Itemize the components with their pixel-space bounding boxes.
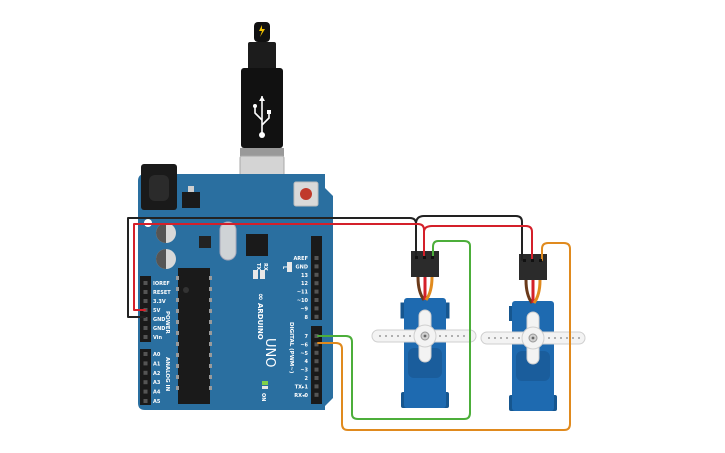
digital-bottom-pin[interactable]: [314, 384, 319, 389]
digital-header-top: [311, 236, 322, 320]
wire-5v[interactable]: [423, 225, 533, 261]
wire-signal-servo-1[interactable]: [317, 240, 471, 420]
digital-bottom-pin[interactable]: [314, 359, 319, 364]
power-pin-label: Vin: [153, 335, 162, 341]
digital-top-pin-label: 12: [301, 281, 308, 287]
usb-trident-icon: [253, 96, 271, 138]
on-label: ON: [260, 393, 266, 401]
wires: [127, 215, 571, 431]
usb-chip: [246, 234, 268, 256]
brand-label: ARDUINO: [256, 303, 264, 340]
power-pin-label: GND: [153, 317, 165, 323]
digital-bottom-pin[interactable]: [314, 342, 319, 347]
capacitor-1: [156, 223, 176, 243]
power-pin[interactable]: [143, 326, 148, 330]
cable-boot: [248, 42, 276, 70]
power-pin-label: RESET: [153, 290, 171, 296]
digital-top-pin-label: ~9: [300, 306, 308, 312]
digital-top-pin-label: ~11: [297, 290, 309, 296]
digital-top-pin[interactable]: [314, 289, 319, 294]
analog-pin[interactable]: [143, 352, 148, 356]
digital-bottom-pin[interactable]: [314, 392, 319, 397]
digital-top-pin[interactable]: [314, 298, 319, 302]
analog-header-label: ANALOG IN: [164, 357, 170, 392]
digital-top-pin[interactable]: [314, 314, 319, 319]
digital-bottom-pin[interactable]: [314, 376, 319, 380]
analog-pin[interactable]: [143, 361, 148, 366]
digital-top-pin-label: GND: [296, 264, 308, 270]
arduino-logo: ∞: [255, 293, 265, 301]
model-label: UNO: [262, 338, 277, 367]
power-pin-label: IOREF: [153, 281, 170, 287]
digital-bottom-pin[interactable]: [314, 350, 319, 355]
voltage-regulator: [182, 192, 200, 208]
servo-horn[interactable]: [480, 311, 586, 365]
digital-top-pin[interactable]: [314, 281, 319, 286]
digital-header-bottom: [311, 326, 322, 404]
lightning-icon: [259, 25, 265, 37]
analog-pin-label: A2: [153, 371, 161, 377]
wire-gnd[interactable]: [415, 215, 523, 261]
servo-1[interactable]: [371, 251, 477, 408]
tx-led: [253, 270, 258, 279]
analog-pin[interactable]: [143, 370, 148, 375]
small-chip: [199, 236, 211, 248]
digital-top-pin-label: ~10: [297, 298, 309, 304]
power-pin[interactable]: [143, 290, 148, 294]
analog-pin-label: A1: [153, 361, 161, 367]
rx-led: [260, 270, 265, 279]
analog-pin[interactable]: [143, 399, 148, 403]
digital-bottom-pin[interactable]: [314, 334, 319, 338]
atmega-chip: [176, 268, 212, 404]
capacitor-2: [156, 249, 176, 269]
digital-top-pin[interactable]: [314, 306, 319, 311]
digital-bottom-pin-label: ~5: [300, 351, 308, 357]
on-led: [262, 381, 268, 385]
crystal: [219, 221, 237, 261]
reset-button[interactable]: [293, 181, 319, 207]
power-pin[interactable]: [143, 335, 148, 339]
analog-pin[interactable]: [143, 389, 148, 394]
arduino-board[interactable]: TX RX L ∞ ARDUINO UNO ON DIGITAL (PWM~) …: [138, 164, 333, 410]
usb-plug-collar: [240, 148, 284, 156]
power-pin[interactable]: [143, 317, 148, 321]
tx-label: TX: [255, 263, 261, 270]
digital-bottom-pin[interactable]: [314, 367, 319, 372]
power-pin[interactable]: [143, 281, 148, 285]
servo-2[interactable]: [480, 254, 586, 411]
power-pin[interactable]: [143, 299, 148, 303]
analog-pin-label: A4: [153, 390, 161, 396]
digital-top-pin[interactable]: [314, 256, 319, 260]
wire-signal-servo-2[interactable]: [317, 242, 571, 431]
l-label: L: [281, 266, 287, 270]
analog-pin-label: A3: [153, 380, 161, 386]
digital-bottom-pin-label: ~6: [300, 342, 308, 348]
digital-bottom-pin-label: ~3: [300, 368, 308, 374]
digital-bottom-pin-label: 2: [305, 376, 309, 382]
digital-top-pin-label: 8: [305, 315, 309, 321]
analog-pin[interactable]: [143, 380, 148, 385]
l-led: [287, 262, 292, 272]
digital-top-pin-label: 13: [301, 273, 308, 279]
servo-horn[interactable]: [371, 309, 477, 363]
rx-label: RX: [262, 263, 268, 271]
analog-header: [140, 349, 151, 405]
digital-top-pin[interactable]: [314, 272, 319, 277]
analog-pin-label: A0: [153, 352, 161, 358]
digital-top-pin[interactable]: [314, 264, 319, 269]
power-pin-label: 5V: [153, 308, 160, 314]
digital-bottom-pin-label: 7: [305, 334, 309, 340]
analog-pin-label: A5: [153, 399, 161, 405]
power-pin-label: GND: [153, 326, 165, 332]
power-header-label: POWER: [164, 311, 170, 335]
digital-header-label: DIGITAL (PWM~): [288, 322, 294, 374]
digital-bottom-pin-label: 4: [305, 359, 309, 365]
digital-bottom-pin-label: RX◂0: [294, 393, 308, 399]
digital-top-pin-label: AREF: [293, 256, 308, 262]
digital-bottom-pin-label: TX▸1: [295, 384, 309, 390]
power-pin-label: 3.3V: [153, 299, 166, 305]
